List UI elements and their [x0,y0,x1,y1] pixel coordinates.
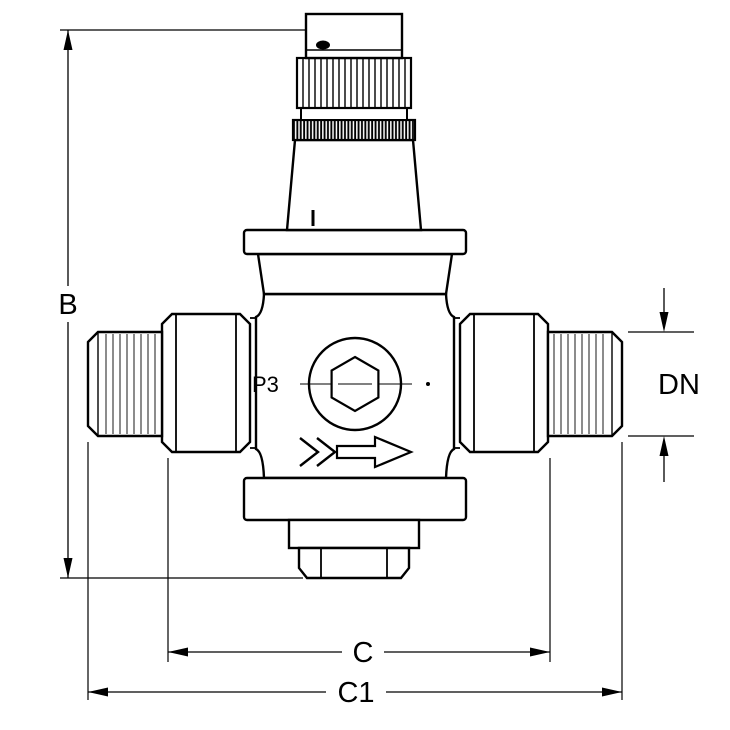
right-male-thread [546,330,624,438]
left-thread-lines [105,334,156,434]
c-arrow-left [168,647,188,657]
dimension-b [50,29,306,579]
right-tailpiece [454,317,460,449]
spring-housing [285,138,423,232]
dimension-c [167,458,551,670]
knurled-ring-dense [291,118,417,142]
adjuster-band [300,107,408,121]
body-marking-p3: P3 [252,372,279,397]
c1-arrow-right [602,687,622,697]
dimension-dn [628,288,694,482]
b-arrow-up [63,30,73,50]
dn-arrow-down [659,312,669,332]
bottom-step [287,518,421,550]
dn-arrow-up [659,436,669,456]
dimension-dn-label: DN [658,369,700,401]
knurled-cylinder [295,56,413,110]
right-thread-lines [553,334,604,434]
center-boss [300,336,430,432]
dimension-b-label: B [58,289,77,321]
cast-dot [426,382,430,386]
adjustment-cap [304,12,404,60]
top-flange [242,228,468,256]
dimension-c-label: C [353,637,374,669]
bottom-flange [242,476,468,522]
c-arrow-right [530,647,550,657]
dimension-c1 [87,442,623,710]
bottom-hex-plug [297,546,411,580]
cap-dot [316,40,330,50]
body-neck [256,252,454,296]
c1-arrow-left [88,687,108,697]
flow-direction-arrow-icon [299,435,414,469]
left-male-thread [86,330,164,438]
b-arrow-down [63,558,73,578]
left-union-nut [160,312,252,454]
right-union-nut [458,312,550,454]
dimension-c1-label: C1 [337,677,374,709]
left-tailpiece [250,317,256,449]
